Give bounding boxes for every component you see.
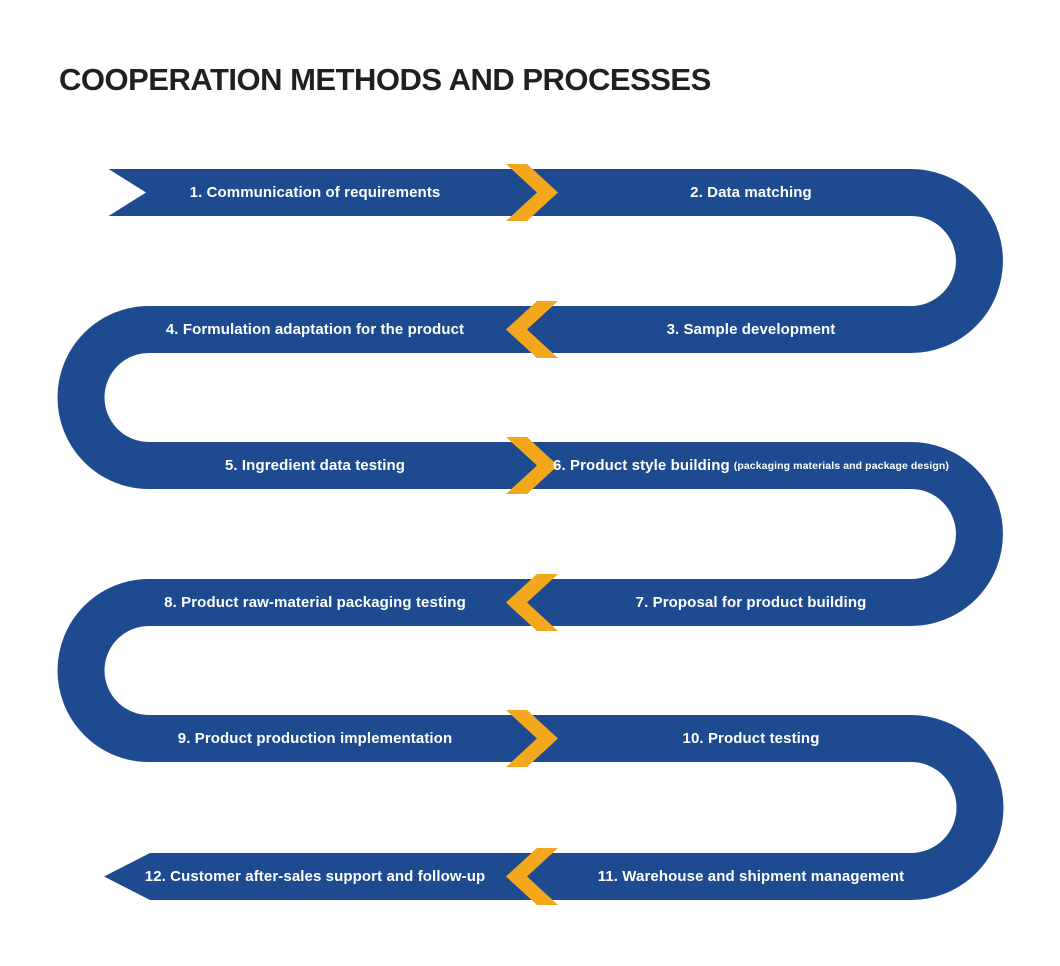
chevron-left-icon (506, 848, 558, 905)
step-11-label: 11. Warehouse and shipment management (597, 868, 905, 885)
step-3-label: 3. Sample development (666, 321, 836, 338)
chevron-left-icon (506, 574, 558, 631)
step-8-label: 8. Product raw-material packaging testin… (164, 594, 466, 611)
chevron-right-icon (506, 437, 558, 494)
page-title: COOPERATION METHODS AND PROCESSES (59, 62, 711, 97)
ribbon-start-notch (107, 168, 146, 217)
step-6-note-text: (packaging materials and package design) (733, 459, 949, 472)
step-1-label: 1. Communication of requirements (189, 184, 441, 201)
chevron-right-icon (506, 710, 558, 767)
ribbon-path (57, 169, 1004, 900)
step-4-label: 4. Formulation adaptation for the produc… (165, 321, 465, 338)
step-2-label: 2. Data matching (690, 184, 812, 201)
step-6-label: 6. Product style building (packaging mat… (553, 442, 949, 489)
step-12-label: 12. Customer after-sales support and fol… (144, 868, 486, 885)
step-5-label: 5. Ingredient data testing (224, 457, 406, 474)
step-7-label: 7. Proposal for product building (635, 594, 867, 611)
chevron-left-icon (506, 301, 558, 358)
step-9-label: 9. Product production implementation (177, 730, 453, 747)
step-6-main-text: 6. Product style building (553, 457, 730, 474)
step-10-label: 10. Product testing (682, 730, 820, 747)
ribbon-end-arrow-icon (104, 853, 150, 900)
chevron-right-icon (506, 164, 558, 221)
